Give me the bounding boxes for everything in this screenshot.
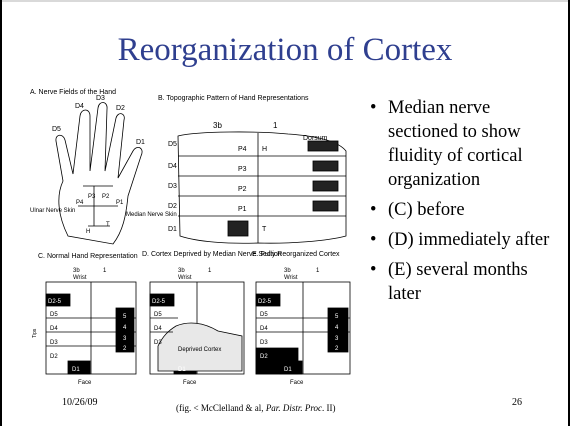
panel-d-deprived: Deprived Cortex [178,347,221,353]
panel-c-area-3b: 3b [73,268,80,274]
bullet-item: (C) before [370,198,560,222]
panel-e-d2: D2 [260,354,268,360]
panel-e-area-1: 1 [316,268,320,274]
map-digit-d2: D2 [168,203,177,210]
hand-pad-p4: P4 [76,200,84,206]
bullet-item: (D) immediately after [370,228,560,252]
hand-digit-d2: D2 [116,105,125,112]
panel-b-title: B. Topographic Pattern of Hand Represent… [158,95,309,102]
area-1-label: 1 [273,121,278,130]
bullet-list: Median nerve sectioned to show fluidity … [370,96,560,312]
panel-e-d3: D3 [260,340,268,346]
map-digit-d5: D5 [168,141,177,148]
panel-e-d2-5: D2-5 [258,299,272,305]
bullet-item: Median nerve sectioned to show fluidity … [370,96,560,192]
panel-c-wrist: Wrist [73,275,87,281]
panel-c-d3: D3 [50,340,58,346]
panel-e-d4: D4 [260,326,268,332]
panel-d-map [150,282,244,374]
bullet-item: (E) several months later [370,258,560,306]
citation-suffix: . II) [322,403,336,413]
map-pad-t: T [262,226,267,233]
map-pad-p4: P4 [238,146,247,153]
hand-pad-p3: P3 [88,194,96,200]
panel-d-face: Face [183,380,197,386]
panel-c-d2-5: D2-5 [48,299,62,305]
hand-pad-p1: P1 [116,200,124,206]
footer-citation: (fig. < McClelland & al, Par. Distr. Pro… [176,403,335,413]
median-nerve-label: Median Nerve Skin [126,212,177,218]
hand-drawing [56,102,142,244]
panel-e-d1: D1 [284,367,292,373]
hand-digit-d1: D1 [136,139,145,146]
ulnar-nerve-label: Ulnar Nerve Skin [30,208,75,214]
map-digit-d1: D1 [168,226,177,233]
panel-d-area-1: 1 [208,268,212,274]
panel-c-face: Face [78,380,92,386]
panel-c-d4: D4 [50,326,58,332]
panel-e-wrist: Wrist [284,275,298,281]
slide-top-border [0,0,570,2]
panel-c-d1: D1 [72,367,80,373]
hand-digit-d4: D4 [75,103,84,110]
map-pad-h: H [262,146,267,153]
hand-pad-h: H [86,229,90,235]
citation-prefix: (fig. < McClelland & al, [176,403,266,413]
panel-c-title: C. Normal Hand Representation [38,253,138,260]
citation-title: Par. Distr. Proc [266,403,322,413]
map-pad-p1: P1 [238,206,247,213]
panel-d-d5: D5 [154,312,162,318]
hand-pad-p2: P2 [102,194,110,200]
map-digit-d3: D3 [168,183,177,190]
hand-digit-d5: D5 [52,126,61,133]
panel-d-d4: D4 [154,326,162,332]
footer-date: 10/26/09 [62,397,98,408]
panel-d-area-3b: 3b [178,268,185,274]
panel-e-face: Face [290,380,304,386]
map-digit-d4: D4 [168,163,177,170]
panel-c-d5: D5 [50,312,58,318]
slide-title: Reorganization of Cortex [0,32,570,69]
cortex-figure-svg: A. Nerve Fields of the Hand D5 D4 D3 D2 … [28,86,358,388]
panel-d-d3: D3 [154,340,162,346]
panel-d-d1: D1 [178,367,186,373]
panel-e-title: E. Fully Reorganized Cortex [252,251,340,258]
hand-digit-d3: D3 [96,95,105,102]
area-3b-label: 3b [213,121,222,130]
panel-c-area-1: 1 [103,268,107,274]
page-number: 26 [512,397,522,408]
panel-d-d2-5: D2-5 [152,299,166,305]
map-pad-p2: P2 [238,186,247,193]
panel-d-wrist: Wrist [178,275,192,281]
panel-c-d2: D2 [50,354,58,360]
panel-c-tips: Tips [32,328,38,338]
cortex-figure: A. Nerve Fields of the Hand D5 D4 D3 D2 … [28,86,358,388]
hand-pad-t: T [106,222,110,228]
map-pad-p3: P3 [238,166,247,173]
panel-e-d5: D5 [260,312,268,318]
panel-e-area-3b: 3b [284,268,291,274]
